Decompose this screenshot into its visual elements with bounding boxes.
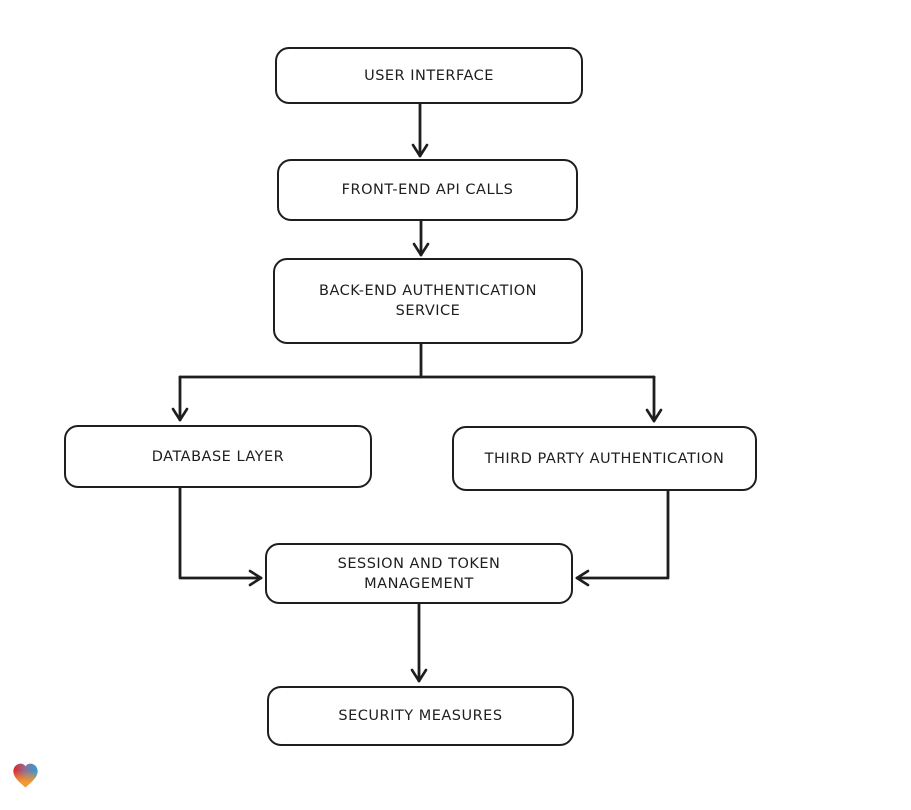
brand-heart-logo[interactable] bbox=[10, 760, 41, 791]
node-user-interface[interactable]: USER INTERFACE bbox=[275, 47, 583, 104]
node-label: SECURITY MEASURES bbox=[338, 708, 503, 724]
node-label: THIRD PARTY AUTHENTICATION bbox=[484, 450, 725, 467]
node-security-measures[interactable]: SECURITY MEASURES bbox=[267, 686, 574, 746]
node-third-party-authentication[interactable]: THIRD PARTY AUTHENTICATION bbox=[452, 426, 757, 491]
node-session-and-token-management[interactable]: SESSION AND TOKEN MANAGEMENT bbox=[265, 543, 573, 604]
node-label: DATABASE LAYER bbox=[151, 448, 285, 465]
node-label: USER INTERFACE bbox=[364, 67, 494, 84]
edge-third-party-authentication-to-session-and-token-management bbox=[575, 489, 670, 587]
node-label: FRONT-END API CALLS bbox=[341, 182, 514, 198]
node-label: BACK-END AUTHENTICATION SERVICE bbox=[319, 283, 537, 319]
node-back-end-authentication-service[interactable]: BACK-END AUTHENTICATION SERVICE bbox=[273, 258, 583, 344]
heart-gradient-icon bbox=[13, 763, 38, 788]
edge-database-layer-to-session-and-token-management bbox=[178, 486, 263, 587]
node-label: SESSION AND TOKEN MANAGEMENT bbox=[337, 555, 501, 592]
node-database-layer[interactable]: DATABASE LAYER bbox=[64, 425, 372, 488]
node-front-end-api-calls[interactable]: FRONT-END API CALLS bbox=[277, 159, 578, 221]
